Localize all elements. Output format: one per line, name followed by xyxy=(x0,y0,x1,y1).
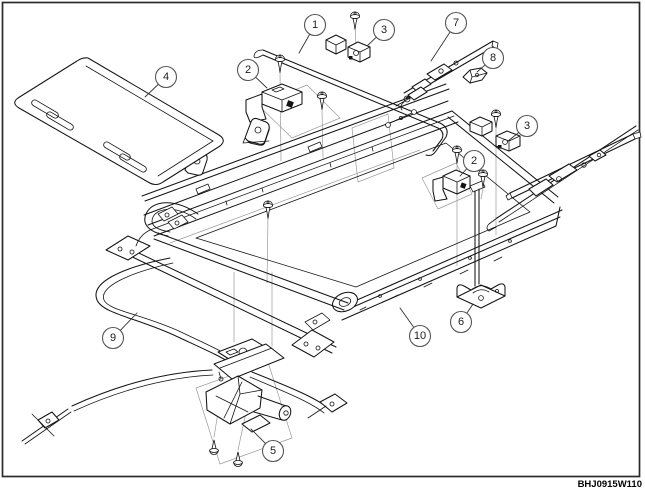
mount-foot-left xyxy=(105,235,151,261)
screw-fastener xyxy=(490,109,501,128)
screw-fastener xyxy=(349,11,360,30)
screw-fastener xyxy=(262,200,273,219)
callout-markers: 1 2 3 4 7 8 3 2 6 10 9 5 xyxy=(101,11,539,463)
link-rod xyxy=(385,109,417,128)
cable-end-fitting-right xyxy=(307,393,348,419)
motor-lower-tab xyxy=(241,414,271,433)
callout-2: 2 xyxy=(236,58,268,89)
left-corner-cable-guide xyxy=(135,202,199,247)
svg-text:1: 1 xyxy=(312,19,318,31)
screw-fastener xyxy=(209,439,219,455)
screw-fasteners xyxy=(209,11,501,467)
screw-fastener xyxy=(233,451,243,467)
svg-text:4: 4 xyxy=(163,71,169,83)
callout-3: 3 xyxy=(366,18,396,47)
sunshade-panel xyxy=(14,57,224,186)
screw-fastener xyxy=(316,91,327,110)
rear-guide-rail-assembly xyxy=(486,125,642,232)
svg-text:3: 3 xyxy=(381,24,387,36)
mount-foot-front xyxy=(291,329,335,358)
mount-bracket-6 xyxy=(456,283,506,309)
wind-deflector xyxy=(253,49,448,157)
callout-2: 2 xyxy=(459,149,486,177)
stopper-block-2 xyxy=(245,83,303,123)
diagram-border xyxy=(1,1,641,478)
callout-7: 7 xyxy=(430,11,468,62)
callout-4: 4 xyxy=(144,65,178,98)
callout-6: 6 xyxy=(449,303,474,334)
svg-text:8: 8 xyxy=(490,52,496,64)
lifter-mechanism xyxy=(400,60,459,111)
frame-opening xyxy=(195,142,531,288)
cable-coupler xyxy=(213,338,285,380)
svg-text:9: 9 xyxy=(110,332,116,344)
callout-9: 9 xyxy=(101,312,138,350)
rear-rail-tabs xyxy=(195,141,374,206)
front-latch-detail xyxy=(304,312,331,331)
svg-text:6: 6 xyxy=(458,316,464,328)
hinge-bracket xyxy=(242,117,270,145)
svg-text:7: 7 xyxy=(453,17,459,29)
cable-clip-8 xyxy=(462,67,488,84)
callout-5: 5 xyxy=(250,428,285,463)
svg-text:10: 10 xyxy=(414,330,426,342)
svg-text:3: 3 xyxy=(524,120,530,132)
cable-end-fitting-left xyxy=(21,408,72,445)
motor-cylinder xyxy=(253,395,292,421)
stopper-blocks xyxy=(242,34,521,202)
screw-fastener xyxy=(274,54,285,73)
panel-slots xyxy=(31,99,147,173)
callout-3: 3 xyxy=(507,114,539,142)
figure-id: BHJ0915W110 xyxy=(577,479,642,490)
drive-motor-5 xyxy=(205,338,292,433)
drive-cables-9 xyxy=(21,257,348,445)
callout-1: 1 xyxy=(298,13,327,54)
stopper-block-3 xyxy=(325,34,371,63)
callout-8: 8 xyxy=(476,46,505,73)
callout-10: 10 xyxy=(399,307,432,348)
svg-text:2: 2 xyxy=(471,155,477,167)
side-rail-10 xyxy=(341,206,563,321)
front-guide-rail-assembly xyxy=(385,40,499,128)
lifter-mechanism xyxy=(528,149,607,197)
screw-fastener xyxy=(451,145,462,164)
screw-fastener xyxy=(477,169,488,188)
svg-text:5: 5 xyxy=(270,445,276,457)
motor-gearbox xyxy=(205,371,263,425)
stopper-block-2-right xyxy=(432,169,471,202)
svg-text:2: 2 xyxy=(245,64,251,76)
